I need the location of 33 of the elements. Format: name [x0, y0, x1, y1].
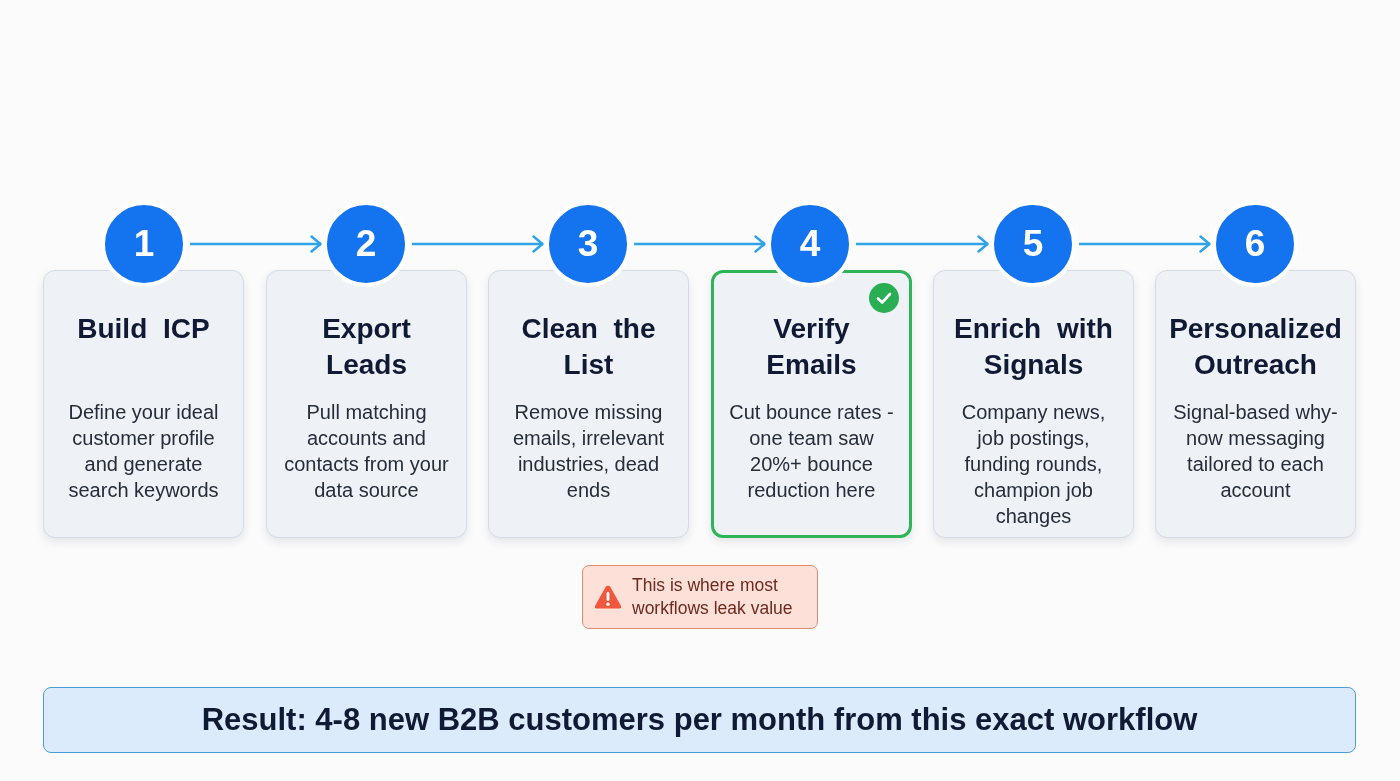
- step-description: Define your ideal customer profile and generate search keywords: [67, 400, 220, 503]
- arrow: [1079, 235, 1211, 253]
- step-title: Build ICP: [77, 312, 210, 346]
- result-text: Result: 4-8 new B2B customers per month from this exact workflow: [201, 702, 1198, 738]
- step-description: Signal-based why-now messaging tailored to each account: [1172, 400, 1339, 503]
- arrow: [412, 235, 544, 253]
- step-card: [933, 270, 1134, 538]
- step-number-circle: 1: [101, 201, 187, 287]
- step-card: [488, 270, 689, 538]
- callout-text: This is where most workflows leak value: [632, 574, 794, 620]
- arrow: [190, 235, 322, 253]
- step-number-circle: 2: [323, 201, 409, 287]
- warning-callout: [582, 565, 818, 629]
- step-description: Remove missing emails, irrelevant industries, dead ends: [511, 400, 666, 503]
- step-card: [43, 270, 244, 538]
- step-number-circle: 3: [545, 201, 631, 287]
- arrow: [634, 235, 766, 253]
- step-description: Company news, job postings, funding rounds, champion job changes: [960, 400, 1107, 529]
- step-description: Cut bounce rates - one team saw 20%+ bounce reduction here: [728, 400, 895, 503]
- step-title: Export Leads: [321, 312, 412, 382]
- step-number-circle: 6: [1212, 201, 1298, 287]
- step-title: Clean the List: [520, 312, 657, 382]
- step-card: [1155, 270, 1356, 538]
- step-number-circle: 5: [990, 201, 1076, 287]
- step-title: Verify Emails: [765, 312, 858, 382]
- step-card: [266, 270, 467, 538]
- step-title: Enrich with Signals: [953, 312, 1114, 382]
- step-number-circle: 4: [767, 201, 853, 287]
- step-title: Personalized Outreach: [1168, 312, 1343, 382]
- highlighted-step-card: [711, 270, 912, 538]
- step-description: Pull matching accounts and contacts from your data source: [283, 400, 450, 503]
- result-banner: [43, 687, 1356, 753]
- arrow: [856, 235, 989, 253]
